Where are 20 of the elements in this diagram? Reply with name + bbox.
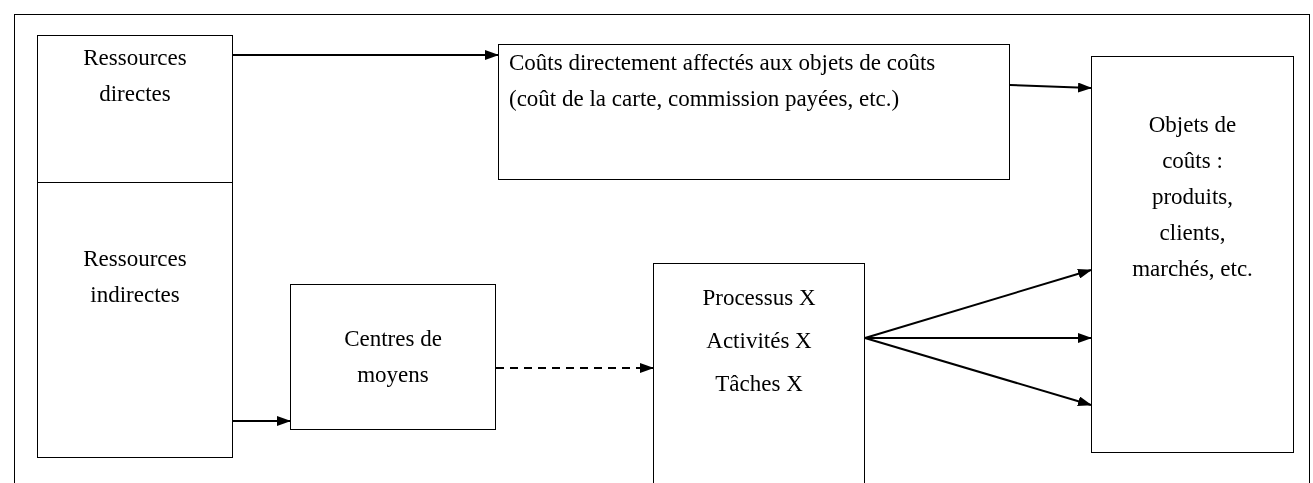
arrow (864, 337, 1092, 407)
arrow (232, 416, 291, 426)
arrow (864, 268, 1092, 339)
process-box (498, 44, 1010, 180)
process-box (1091, 56, 1294, 453)
box-text: Ressources indirectes (82, 245, 188, 309)
process-box (653, 263, 865, 483)
box-text: Activités X (706, 327, 812, 355)
arrow (1009, 82, 1092, 93)
box-text: Objets de coûts : produits, clients, marchés, etc. (1131, 111, 1254, 283)
box-text: Coûts directement affectés aux objets de coûts (coût de la carte, commission payées, etc.) (509, 49, 937, 113)
process-box (37, 183, 233, 458)
arrow (232, 50, 499, 60)
box-text: Centres de moyens (343, 325, 443, 389)
process-box (37, 35, 233, 183)
box-text: Ressources directes (82, 44, 188, 108)
box-text: Processus X (702, 284, 816, 312)
box-text: Tâches X (715, 370, 803, 398)
arrow (495, 363, 654, 373)
process-box (290, 284, 496, 430)
